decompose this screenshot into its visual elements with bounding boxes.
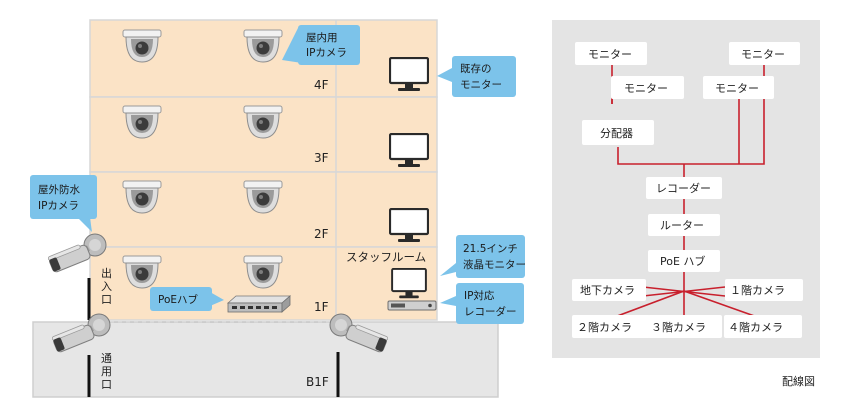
wiring-node-poe-hub-label: PoE ハブ bbox=[660, 254, 705, 268]
staff-room-label: スタッフルーム bbox=[346, 250, 426, 264]
floor-label-1f: 1F bbox=[314, 300, 329, 314]
wiring-diagram-caption: 配線図 bbox=[782, 374, 815, 388]
callout-existing-monitor-line1: 既存の bbox=[460, 62, 492, 75]
wiring-node-cam-4f bbox=[724, 315, 802, 338]
wiring-nodes: モニター モニター モニター モニター 分配器 レコーダー ルーター PoE ハ… bbox=[572, 42, 803, 338]
service-entrance-label-char: 口 bbox=[101, 378, 112, 391]
wiring-node-cam-basement-label: 地下カメラ bbox=[580, 284, 635, 297]
wiring-node-monitor-top-left-label: モニター bbox=[588, 48, 632, 61]
callout-indoor-camera-line2: IPカメラ bbox=[306, 47, 347, 59]
wiring-node-cam-2f bbox=[572, 315, 650, 338]
wiring-node-recorder-label: レコーダー bbox=[656, 181, 711, 195]
wiring-node-cam-2f-label: ２階カメラ bbox=[577, 320, 632, 334]
wiring-node-cam-1f bbox=[725, 279, 803, 301]
wiring-node-cam-1f-label: １階カメラ bbox=[730, 283, 785, 297]
wiring-node-monitor-mid-left bbox=[611, 76, 684, 99]
callout-poe-hub-label: PoEハブ bbox=[158, 293, 199, 306]
entrance-label-char: 口 bbox=[101, 293, 112, 306]
callout-ip-recorder: IP対応 レコーダー bbox=[440, 283, 524, 324]
wiring-node-recorder bbox=[646, 177, 722, 199]
wiring-node-router bbox=[648, 214, 720, 236]
wiring-node-splitter-label: 分配器 bbox=[600, 127, 633, 140]
floor-label-3f: 3F bbox=[314, 151, 329, 165]
callout-indoor-camera-line1: 屋内用 bbox=[306, 31, 338, 44]
entrance-label-char: 出 bbox=[101, 266, 112, 280]
callout-existing-monitor: 既存の モニター bbox=[437, 56, 516, 97]
wiring-node-monitor-top-right-label: モニター bbox=[741, 48, 785, 61]
wiring-node-cam-basement bbox=[572, 279, 646, 301]
wiring-node-monitor-mid-left-label: モニター bbox=[624, 82, 668, 95]
service-entrance-label-char: 通 bbox=[101, 352, 112, 365]
callout-existing-monitor-line2: モニター bbox=[460, 79, 502, 91]
callout-ip-recorder-line2: レコーダー bbox=[464, 305, 517, 318]
wiring-node-router-label: ルーター bbox=[660, 219, 704, 232]
callout-ip-recorder-line1: IP対応 bbox=[464, 289, 495, 302]
callout-outdoor-camera-line2: IPカメラ bbox=[38, 200, 79, 212]
poe-hub-device-icon bbox=[226, 295, 292, 313]
floor-label-2f: 2F bbox=[314, 227, 329, 241]
callout-poe-hub: PoEハブ bbox=[150, 287, 224, 311]
callout-indoor-ip-camera: 屋内用 IPカメラ bbox=[282, 25, 360, 65]
callout-outdoor-camera-line1: 屋外防水 bbox=[38, 183, 80, 196]
wiring-node-monitor-mid-right-label: モニター bbox=[715, 82, 759, 95]
wiring-node-poe-hub bbox=[648, 250, 720, 272]
floor-label-b1f: B1F bbox=[306, 375, 329, 389]
callout-lcd-monitor-line2: 液晶モニター bbox=[463, 258, 526, 271]
wiring-node-monitor-top-right bbox=[729, 42, 800, 65]
floor-b1f bbox=[32, 321, 499, 398]
callout-lcd-monitor-line1: 21.5インチ bbox=[463, 243, 518, 255]
service-entrance-label-char: 用 bbox=[101, 365, 112, 378]
callout-lcd-monitor: 21.5インチ 液晶モニター bbox=[440, 235, 526, 278]
callout-outdoor-ip-camera: 屋外防水 IPカメラ bbox=[30, 175, 97, 232]
entrance-label-char: 入 bbox=[101, 280, 112, 293]
floor-label-4f: 4F bbox=[314, 78, 329, 92]
wiring-node-cam-3f bbox=[648, 315, 722, 338]
wiring-node-splitter bbox=[582, 120, 654, 145]
recorder-device-icon bbox=[387, 300, 437, 311]
wiring-node-cam-3f-label: ３階カメラ bbox=[651, 320, 706, 334]
wiring-node-cam-4f-label: ４階カメラ bbox=[728, 320, 783, 334]
wiring-node-monitor-mid-right bbox=[703, 76, 774, 99]
wiring-node-monitor-top-left bbox=[575, 42, 647, 65]
